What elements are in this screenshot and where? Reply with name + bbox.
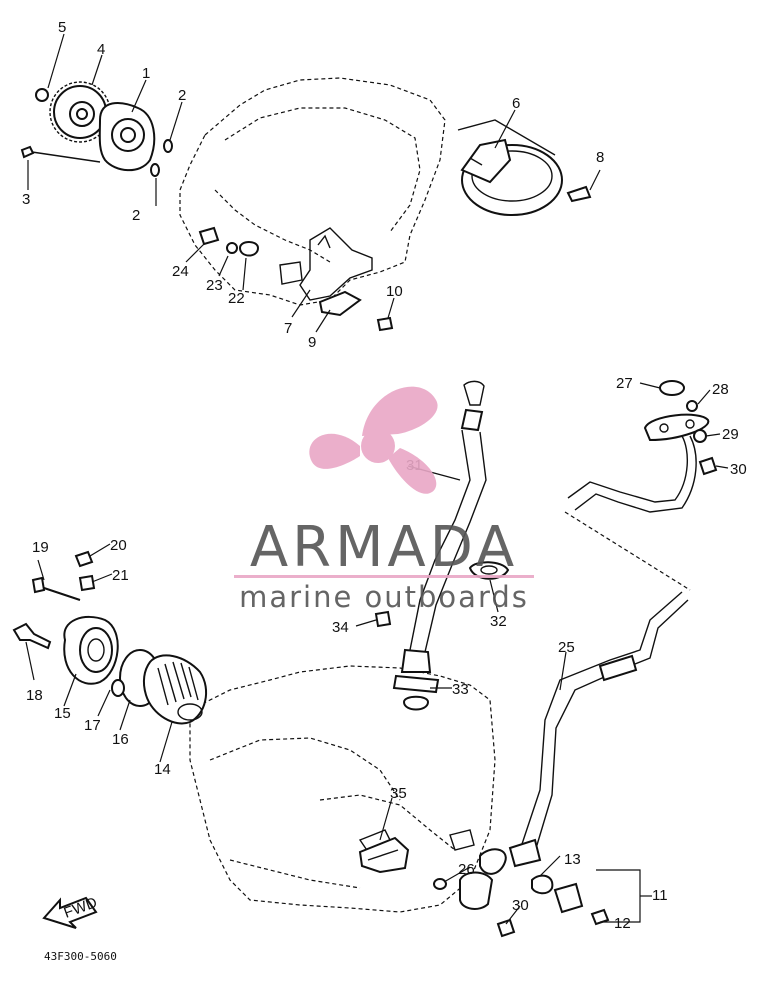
callout-6: 6: [512, 95, 520, 112]
callout-35: 35: [390, 785, 407, 802]
oil-filter-group: [12, 550, 208, 725]
callout-23: 23: [206, 277, 223, 294]
oil-delivery-pipe: [433, 380, 718, 938]
callout-26: 26: [458, 861, 475, 878]
callout-32: 32: [490, 613, 507, 630]
callout-28: 28: [712, 381, 729, 398]
callout-15: 15: [54, 705, 71, 722]
callout-22: 22: [228, 290, 245, 307]
callout-12: 12: [614, 915, 631, 932]
callout-4: 4: [97, 41, 105, 58]
callout-17: 17: [84, 717, 101, 734]
callout-18: 18: [26, 687, 43, 704]
callout-30a: 30: [730, 461, 747, 478]
bracket-35: [358, 836, 410, 874]
callout-11: 11: [652, 887, 668, 904]
callout-8: 8: [596, 149, 604, 166]
callout-19: 19: [32, 539, 49, 556]
oil-strainer: [457, 119, 592, 216]
leader-lines: [25, 33, 729, 925]
propeller-logo-icon: [309, 386, 438, 494]
callout-24: 24: [172, 263, 189, 280]
callout-29: 29: [722, 426, 739, 443]
callout-21: 21: [112, 567, 129, 584]
callout-7: 7: [284, 320, 292, 337]
callout-33: 33: [452, 681, 469, 698]
watermark: ARMADA marine outboards: [234, 386, 534, 614]
callout-25: 25: [558, 639, 575, 656]
callout-labels: 5 4 1 2 2 3 6 8 24 23 22 7 9 10 27 28 29…: [22, 19, 747, 932]
callout-30b: 30: [512, 897, 529, 914]
callout-3: 3: [22, 191, 30, 208]
callout-13: 13: [564, 851, 581, 868]
callout-20: 20: [110, 537, 127, 554]
callout-5: 5: [58, 19, 66, 36]
callout-2a: 2: [178, 87, 186, 104]
callout-2b: 2: [132, 207, 140, 224]
callout-1: 1: [142, 65, 150, 82]
oil-hose-31: [374, 380, 510, 711]
callout-34: 34: [332, 619, 349, 636]
upper-small-parts: [198, 226, 394, 332]
diagram-code: 43F300-5060: [44, 950, 117, 963]
upper-crankcase: [179, 77, 446, 306]
fwd-arrow: FWD: [42, 894, 100, 929]
watermark-brand: ARMADA: [250, 515, 518, 580]
callout-10: 10: [386, 283, 403, 300]
callout-9: 9: [308, 334, 316, 351]
oil-pump-assembly: [20, 81, 173, 177]
callout-14: 14: [154, 761, 171, 778]
callout-16: 16: [112, 731, 129, 748]
callout-27: 27: [616, 375, 633, 392]
watermark-tagline: marine outboards: [239, 580, 529, 614]
